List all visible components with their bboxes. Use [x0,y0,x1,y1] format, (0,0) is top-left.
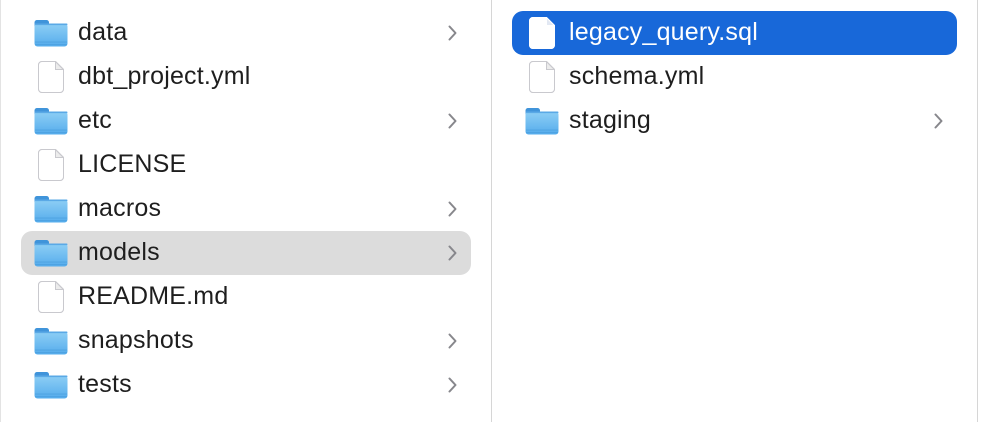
file-icon [34,61,68,93]
chevron-right-icon [447,244,458,262]
row-models[interactable]: models [21,231,471,275]
file-name-label: LICENSE [78,149,187,178]
chevron-right-icon [447,200,458,218]
folder-icon [34,107,68,135]
file-icon [525,17,559,49]
row-dbt-project-yml[interactable]: dbt_project.yml [21,55,471,99]
file-icon [34,281,68,313]
file-name-label: README.md [78,281,229,310]
folder-icon [34,19,68,47]
file-name-label: data [78,17,128,46]
file-name-label: dbt_project.yml [78,61,251,90]
row-data[interactable]: data [21,11,471,55]
row-legacy-query-sql[interactable]: legacy_query.sql [512,11,957,55]
row-etc[interactable]: etc [21,99,471,143]
file-icon [525,61,559,93]
chevron-right-icon [447,332,458,350]
file-name-label: schema.yml [569,61,705,90]
folder-icon [34,239,68,267]
row-schema-yml[interactable]: schema.yml [512,55,957,99]
folder-icon [34,371,68,399]
folder-icon [525,107,559,135]
row-staging[interactable]: staging [512,99,957,143]
file-name-label: tests [78,369,132,398]
row-license[interactable]: LICENSE [21,143,471,187]
row-tests[interactable]: tests [21,363,471,407]
file-name-label: legacy_query.sql [569,17,758,46]
row-readme-md[interactable]: README.md [21,275,471,319]
finder-column-1: data dbt_project.yml [0,0,492,422]
file-name-label: snapshots [78,325,194,354]
folder-icon [34,195,68,223]
row-snapshots[interactable]: snapshots [21,319,471,363]
file-icon [34,149,68,181]
folder-icon [34,327,68,355]
file-name-label: macros [78,193,162,222]
chevron-right-icon [447,376,458,394]
chevron-right-icon [933,112,944,130]
row-macros[interactable]: macros [21,187,471,231]
chevron-right-icon [447,24,458,42]
chevron-right-icon [447,112,458,130]
file-name-label: models [78,237,160,266]
file-name-label: staging [569,105,652,134]
finder-column-2: legacy_query.sql schema.yml staging [492,0,978,422]
file-name-label: etc [78,105,112,134]
